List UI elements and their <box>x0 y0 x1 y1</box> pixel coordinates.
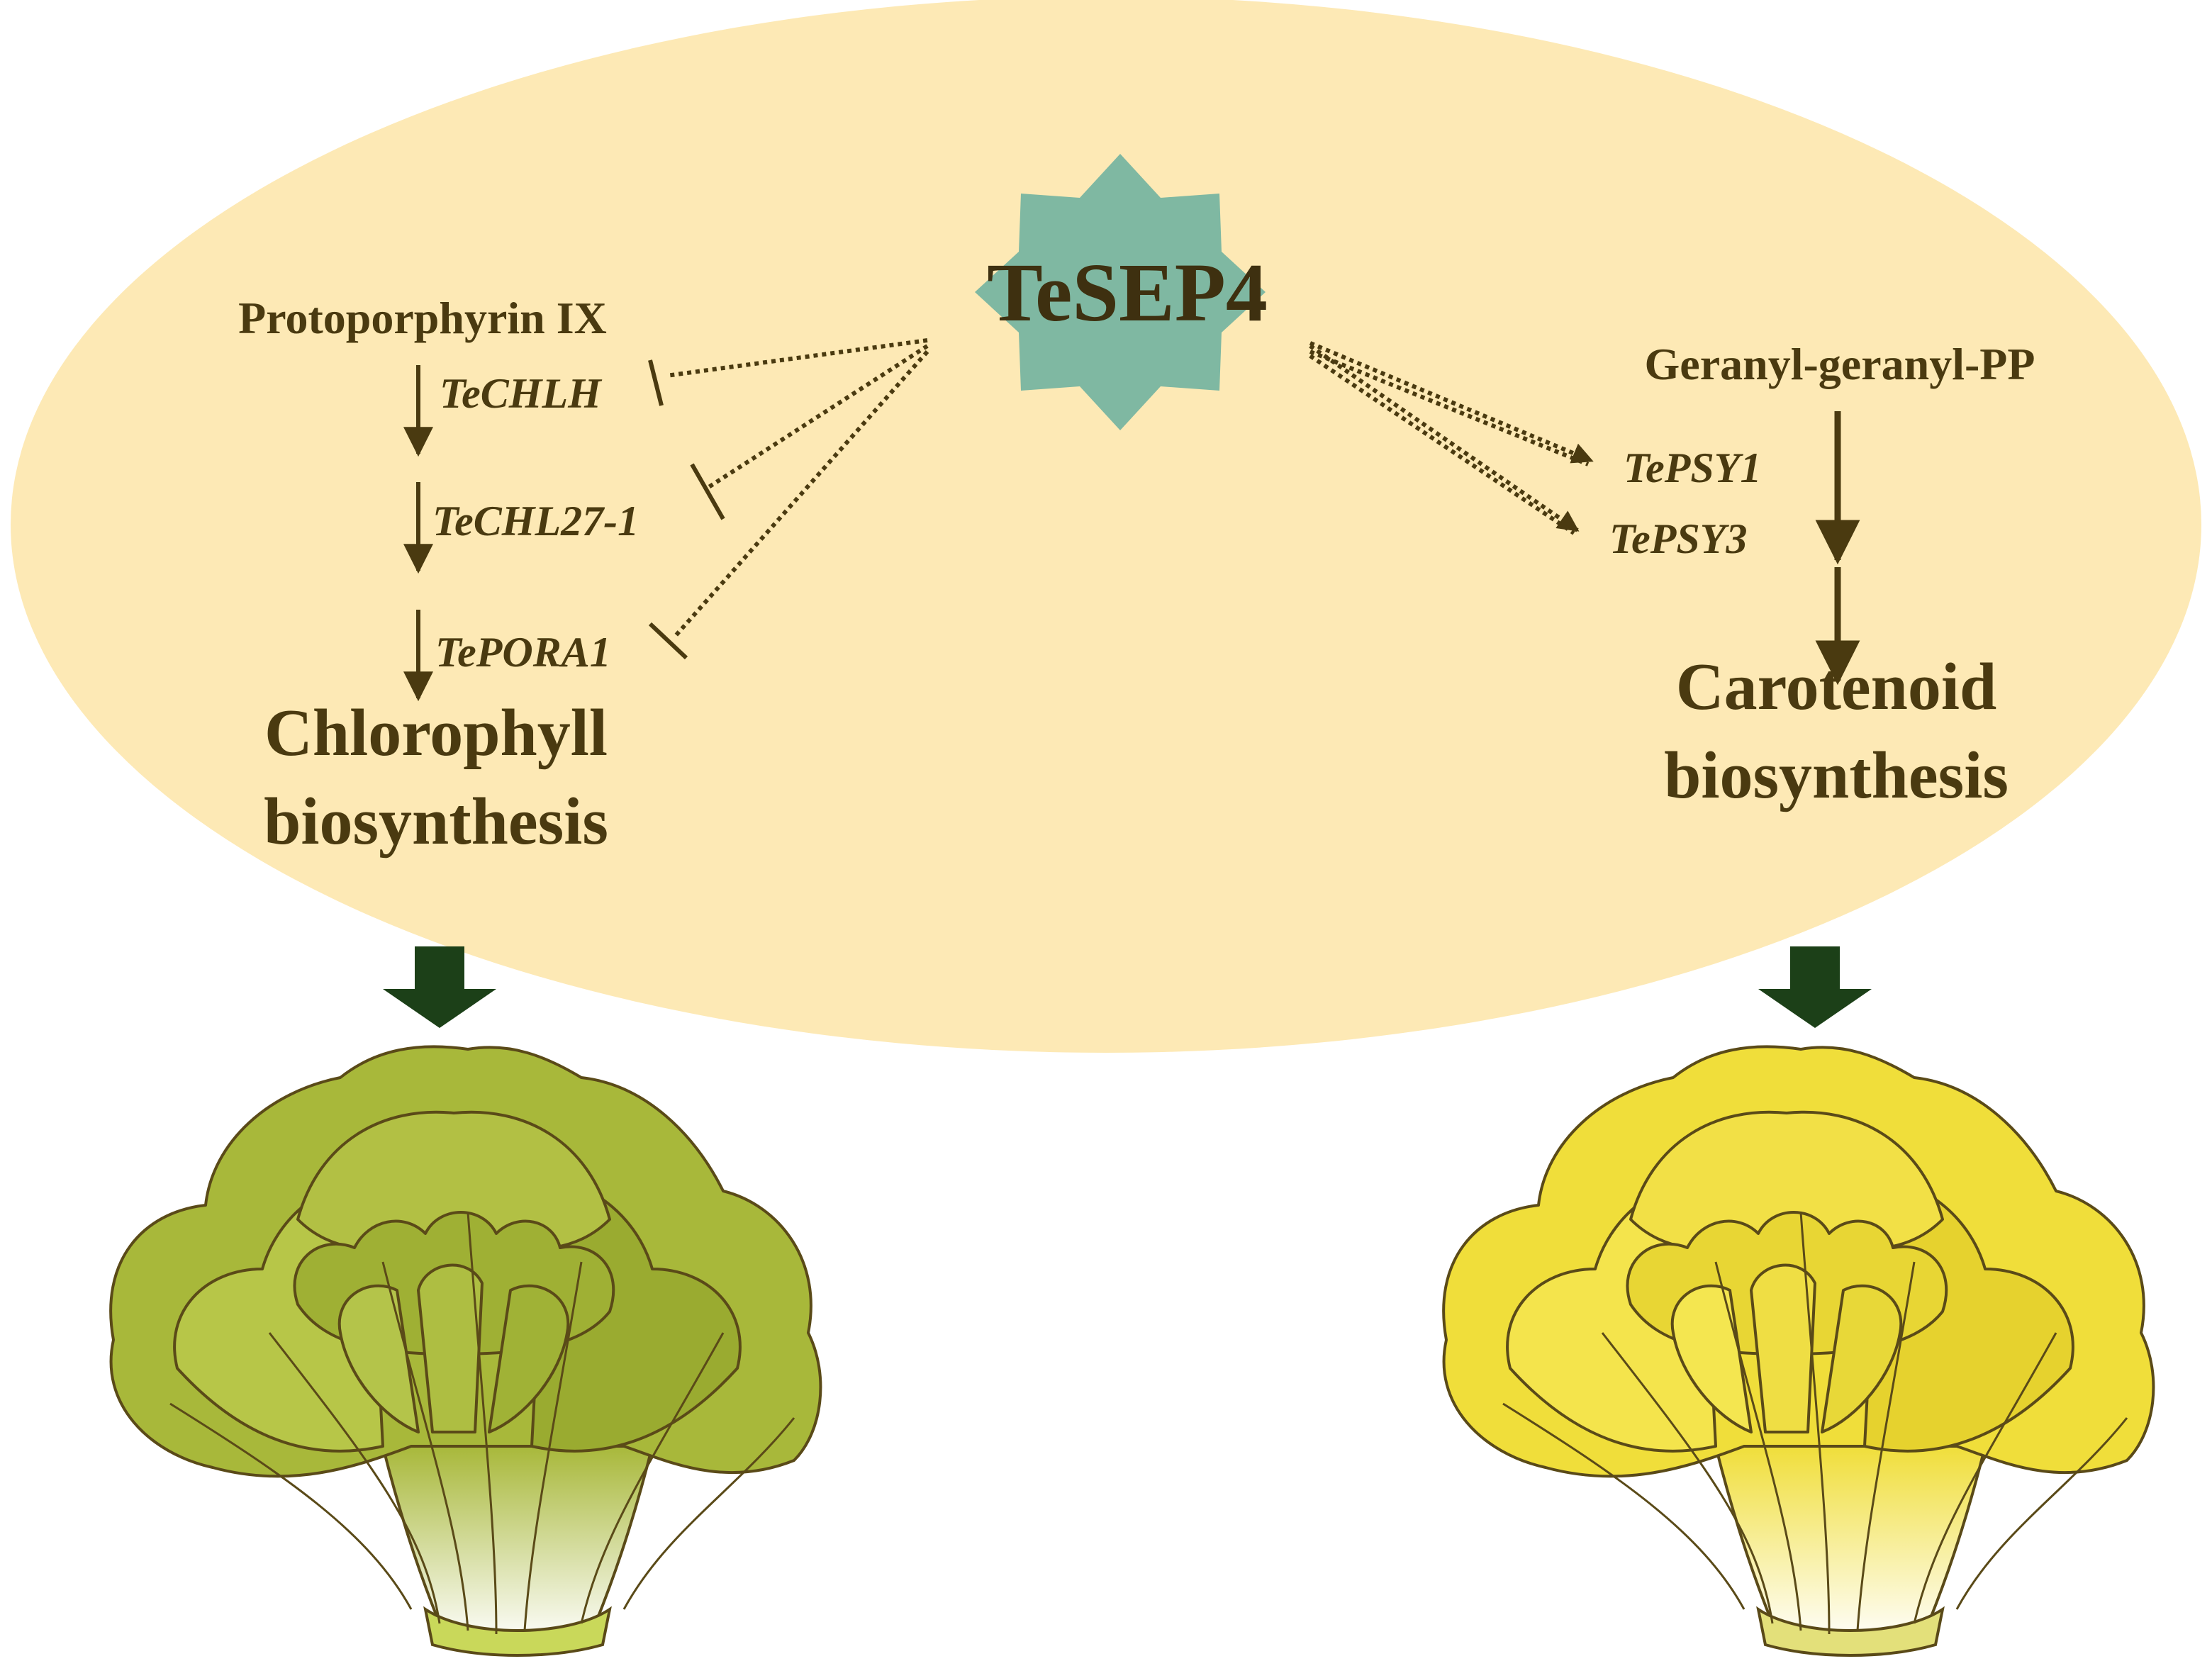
inhibit-line-tepora1 <box>671 350 929 639</box>
yellow-flower-illustration <box>1442 1045 2155 1657</box>
chlorophyll-title-line1: Chlorophyll <box>264 696 608 770</box>
tesep4-star-shape <box>975 154 1266 430</box>
activate-arrow-tepsy3-a <box>1309 344 1580 532</box>
chlorophyll-pathway: Protoporphyrin IX TeCHLH TeCHL27-1 TePOR… <box>238 293 639 859</box>
inhibit-bar-techl27 <box>690 463 725 520</box>
green-flower-illustration <box>109 1045 822 1657</box>
inhibit-line-techl27 <box>704 344 929 491</box>
ggpp-label: Geranyl-geranyl-PP <box>1645 339 2035 389</box>
carotenoid-pathway: Geranyl-geranyl-PP TePSY1 TePSY3 Caroten… <box>1609 339 2035 812</box>
chlorophyll-title-line2: biosynthesis <box>264 785 608 859</box>
down-arrow-left <box>383 946 496 1028</box>
inhibit-line-techlh <box>666 338 928 378</box>
gene-tepsy1: TePSY1 <box>1624 445 1761 491</box>
carotenoid-title-line1: Carotenoid <box>1676 650 1997 724</box>
inhibit-bar-tepora1 <box>648 622 688 660</box>
inhibit-bar-techlh <box>648 359 664 406</box>
gene-tepora1: TePORA1 <box>435 629 611 676</box>
protoporphyrin-label: Protoporphyrin IX <box>238 293 607 343</box>
down-arrow-right <box>1758 946 1872 1028</box>
gene-techlh: TeCHLH <box>440 370 603 417</box>
gene-techl27-1: TeCHL27-1 <box>432 498 639 544</box>
tesep4-hub: TeSEP4 <box>975 154 1268 430</box>
carotenoid-title-line2: biosynthesis <box>1664 739 2009 812</box>
gene-tepsy3: TePSY3 <box>1609 515 1747 562</box>
inhibition-lines <box>666 338 929 639</box>
activate-arrow-tepsy1-b <box>1309 350 1590 466</box>
activate-arrow-tepsy3-b <box>1309 354 1575 535</box>
activation-arrows <box>1309 341 1594 535</box>
tesep4-label: TeSEP4 <box>987 246 1268 339</box>
cell-ellipse <box>11 0 2201 1053</box>
inhibition-bars <box>648 359 725 660</box>
